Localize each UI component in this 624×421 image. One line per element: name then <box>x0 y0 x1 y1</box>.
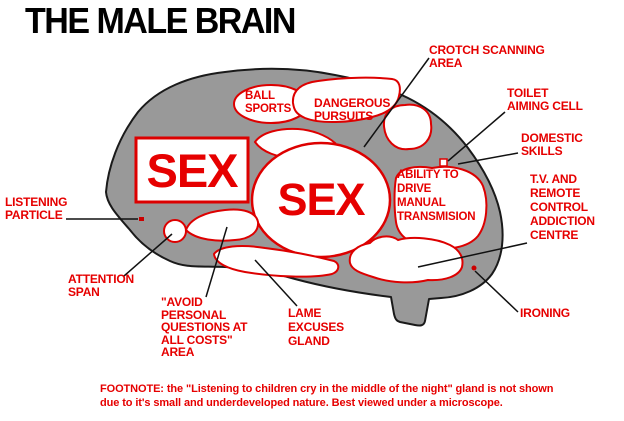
toilet-aiming-cell-region <box>439 158 448 167</box>
avoid-line5: AREA <box>161 345 195 359</box>
leader-ironing <box>474 270 519 313</box>
leader-avoid <box>205 226 228 298</box>
leader-tv-remote <box>417 242 528 268</box>
listening-line1: LISTENING <box>5 195 68 209</box>
listening-particle-dot <box>139 217 144 221</box>
lame-excuses-label: LAME EXCUSES GLAND <box>288 306 344 348</box>
dangerous-pursuits-line1: DANGEROUS <box>314 96 391 110</box>
ability-drive-label: ABILITY TO DRIVE MANUAL TRANSMISION <box>397 168 476 224</box>
crotch-line1: CROTCH SCANNING <box>429 43 545 57</box>
tv-remote-region <box>348 235 464 284</box>
avoid-questions-region <box>184 208 260 242</box>
leader-attention <box>123 233 173 277</box>
tv-line3: CONTROL <box>530 200 588 214</box>
ability-line2: DRIVE <box>397 183 432 195</box>
footnote-line2: due to it's small and underdeveloped nat… <box>100 397 503 409</box>
crotch-line2: AREA <box>429 56 463 70</box>
domestic-skills-label: DOMESTIC SKILLS <box>521 132 583 158</box>
avoid-questions-label: "AVOID PERSONAL QUESTIONS AT ALL COSTS" … <box>161 296 247 359</box>
avoid-line4: ALL COSTS" <box>161 332 233 347</box>
ironing-line1: IRONING <box>520 306 570 320</box>
page-title: THE MALE BRAIN <box>25 1 296 42</box>
listening-particle-label: LISTENING PARTICLE <box>5 196 67 222</box>
footnote-line1: FOOTNOTE: the "Listening to children cry… <box>100 383 554 395</box>
sex-rectangle-label: SEX <box>146 143 238 197</box>
leader-domestic-skills <box>457 152 519 165</box>
attention-line1: ATTENTION <box>68 272 134 286</box>
footnote: FOOTNOTE: the "Listening to children cry… <box>100 382 553 410</box>
domestic-line2: SKILLS <box>521 144 563 158</box>
tv-remote-label: T.V. AND REMOTE CONTROL ADDICTION CENTRE <box>530 172 595 242</box>
avoid-line2: PERSONAL <box>161 307 227 322</box>
leader-toilet-aiming <box>447 111 506 162</box>
ball-sports-line1: BALL <box>245 90 275 102</box>
dangerous-pursuits-line2: PURSUITS <box>314 109 374 123</box>
avoid-line3: QUESTIONS AT <box>161 320 248 334</box>
lame-line3: GLAND <box>288 334 330 348</box>
sex-circle-label: SEX <box>277 174 365 225</box>
ability-line4: TRANSMISION <box>397 211 476 223</box>
sex-rectangle-region <box>134 136 250 204</box>
ball-sports-line2: SPORTS <box>245 102 292 115</box>
dangerous-pursuits-region <box>291 76 401 124</box>
ironing-dot <box>471 265 477 271</box>
leader-lame-excuses <box>254 259 298 307</box>
ability-line3: MANUAL <box>397 197 446 209</box>
tv-line5: CENTRE <box>530 228 579 242</box>
toilet-line2: AIMING CELL <box>507 99 583 113</box>
ability-line1: ABILITY TO <box>397 169 459 181</box>
ball-sports-label: BALL SPORTS <box>245 90 291 115</box>
tv-line4: ADDICTION <box>530 214 595 228</box>
listening-line2: PARTICLE <box>5 208 63 222</box>
toilet-line1: TOILET <box>507 86 549 100</box>
lame-excuses-region <box>212 245 340 278</box>
attention-span-label: ATTENTION SPAN <box>68 273 134 299</box>
ironing-label: IRONING <box>520 307 570 320</box>
crotch-scanning-label: CROTCH SCANNING AREA <box>429 44 545 70</box>
lame-line2: EXCUSES <box>288 320 344 334</box>
dangerous-pursuits-label: DANGEROUS PURSUITS <box>314 97 390 123</box>
domestic-line1: DOMESTIC <box>521 131 583 145</box>
avoid-line1: "AVOID <box>161 295 203 309</box>
ability-drive-region <box>393 165 488 250</box>
attention-line2: SPAN <box>68 285 100 299</box>
leader-crotch-scanning <box>363 57 430 148</box>
toilet-aiming-label: TOILET AIMING CELL <box>507 87 583 113</box>
lame-line1: LAME <box>288 306 322 320</box>
tv-line2: REMOTE <box>530 186 581 200</box>
tv-line1: T.V. AND <box>530 172 577 186</box>
top-right-region <box>382 103 433 151</box>
